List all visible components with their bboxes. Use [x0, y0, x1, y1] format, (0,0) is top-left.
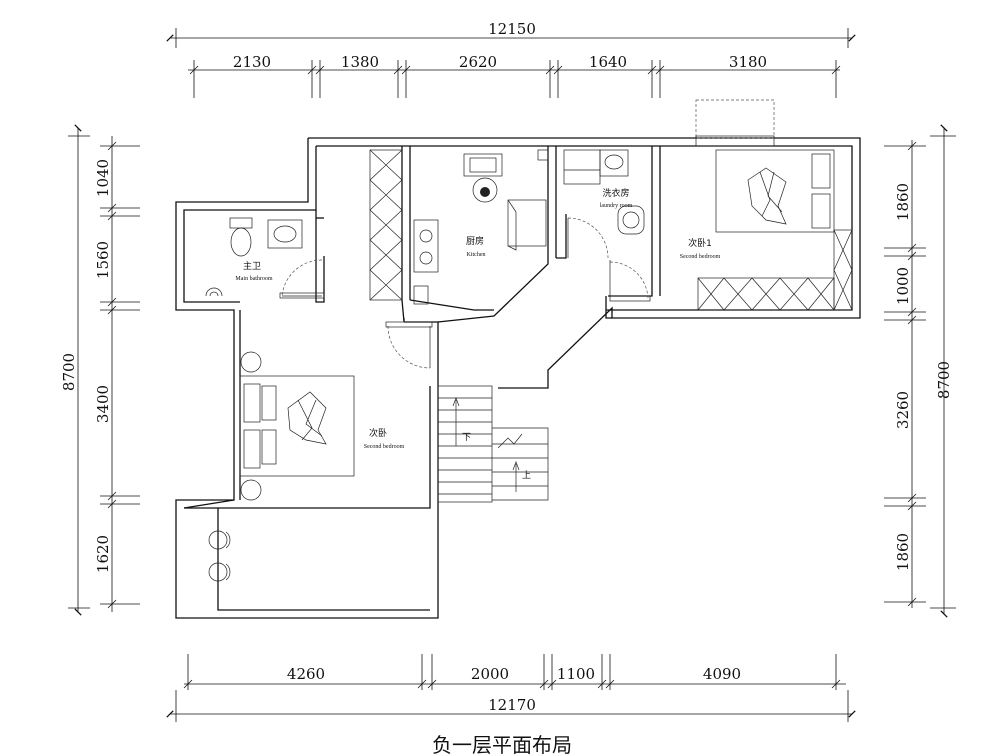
pillow-icon — [243, 429, 261, 469]
left-dimension-3: 3400 — [94, 385, 112, 423]
left-dimension-1: 1040 — [94, 159, 112, 197]
bed-blanket-icon — [287, 391, 327, 445]
fridge — [507, 199, 547, 247]
plan-title: 负一层平面布局 — [432, 733, 572, 755]
bed-blanket-icon — [747, 167, 787, 225]
bottom-dimension-3: 1100 — [557, 665, 595, 683]
chair-icon — [208, 530, 228, 550]
floor-drain-icon — [205, 287, 223, 297]
right-dimension-4: 1860 — [894, 533, 912, 571]
left-dimension-2: 1560 — [94, 241, 112, 279]
kitchen-label-cn: 厨房 — [466, 235, 484, 247]
stair-down-label: 下 — [462, 433, 471, 443]
kitchen-fixtures: 厨房 Kitchen — [413, 149, 549, 305]
nightstand-icon — [240, 479, 262, 501]
bathroom-door-swing — [281, 259, 323, 297]
right-dimension-3: 3260 — [894, 391, 912, 429]
bed-2 — [239, 375, 355, 477]
laundry-label-en: laundry room — [600, 203, 633, 209]
burner-icon — [419, 229, 433, 243]
main-bathroom-fixtures: 主卫 Main bathroom — [205, 217, 303, 297]
toilet-bowl — [230, 227, 252, 257]
top-dimension-4: 1640 — [589, 53, 627, 71]
second-bedroom-1-furniture: 次卧1 Second bedroom — [680, 149, 835, 260]
stair-up-label: 上 — [522, 470, 531, 481]
wardrobe-kitchen-side — [369, 149, 403, 301]
left-dimension-4: 1620 — [94, 535, 112, 573]
second-bedroom-label-en: Second bedroom — [364, 444, 405, 450]
bedroom-door-swing — [387, 325, 431, 369]
balcony-outline — [695, 99, 775, 139]
right-dimension-2: 1000 — [894, 267, 912, 305]
laundry-label-cn: 洗衣房 — [602, 187, 629, 199]
laundry-door-swing — [567, 217, 609, 259]
wardrobe-bedroom1 — [697, 229, 853, 311]
bedroom1-door-swing — [609, 261, 649, 299]
toilet-tank — [229, 217, 253, 229]
second-bedroom-furniture: 次卧 Second bedroom — [208, 351, 405, 582]
second-bedroom-1-label-en: Second bedroom — [680, 254, 721, 260]
top-dimension-3: 2620 — [459, 53, 497, 71]
burner-icon — [419, 251, 433, 265]
balcony-window — [695, 135, 775, 147]
top-dimension-1: 2130 — [233, 53, 271, 71]
right-dimensions: 8700 1860 1000 3260 1860 — [884, 124, 956, 618]
right-dimension-1: 1860 — [894, 183, 912, 221]
kitchen-label-en: Kitchen — [467, 252, 486, 258]
left-dimensions: 8700 1040 1560 3400 1620 — [60, 124, 140, 616]
pillow-icon — [811, 153, 831, 189]
laundry-sink — [599, 149, 629, 177]
bed-1 — [715, 149, 835, 233]
second-bedroom-1-label-cn: 次卧1 — [688, 237, 712, 249]
bathroom-sink-counter — [267, 219, 303, 249]
main-bathroom-label-en: Main bathroom — [235, 276, 272, 282]
bottom-segment-ticks — [183, 654, 841, 690]
interior-walls — [315, 146, 661, 323]
top-dimension-5: 3180 — [729, 53, 767, 71]
bathroom-sink-basin — [273, 225, 297, 243]
bottom-total-dimension: 12170 — [488, 696, 536, 714]
left-total-dimension: 8700 — [60, 353, 78, 391]
laundry-fixtures: 洗衣房 laundry room — [563, 149, 645, 235]
washing-machine — [617, 205, 645, 235]
bottom-dimensions: 4260 2000 1100 4090 12170 — [166, 654, 856, 722]
doors — [279, 217, 651, 369]
top-segment-ticks — [189, 60, 841, 98]
left-segment-ticks — [100, 141, 140, 609]
right-total-dimension: 8700 — [935, 361, 953, 399]
chair-icon — [208, 562, 228, 582]
top-dimensions: 12150 2130 1380 2620 1640 — [166, 20, 856, 98]
exterior-walls — [175, 137, 861, 619]
right-segment-ticks — [884, 141, 926, 607]
kitchen-sink — [463, 153, 503, 177]
laundry-cabinet — [563, 149, 601, 185]
bottom-dimension-4: 4090 — [703, 665, 741, 683]
bottom-dimension-2: 2000 — [471, 665, 509, 683]
stool-seat — [480, 187, 490, 197]
pillow-icon — [811, 193, 831, 229]
top-total-dimension: 12150 — [488, 20, 536, 38]
kitchen-stool — [472, 177, 498, 203]
second-bedroom-label-cn: 次卧 — [369, 427, 387, 439]
stove-counter — [413, 219, 439, 273]
nightstand-icon — [240, 351, 262, 373]
bottom-dimension-1: 4260 — [287, 665, 325, 683]
staircase: 下 上 — [437, 385, 549, 503]
pillow-icon — [243, 383, 261, 423]
top-dimension-2: 1380 — [341, 53, 379, 71]
main-bathroom-label-cn: 主卫 — [243, 260, 261, 272]
